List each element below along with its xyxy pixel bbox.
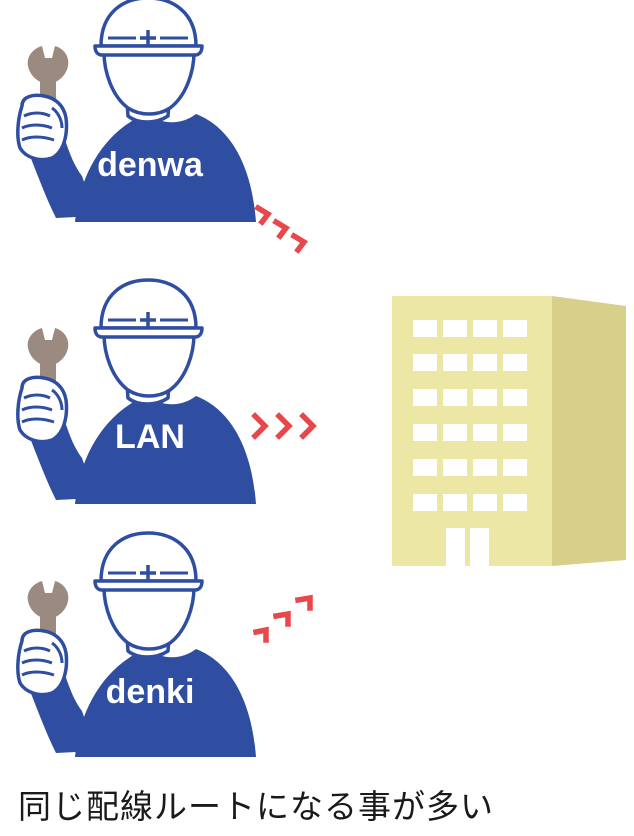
building-icon bbox=[392, 296, 626, 566]
worker-label-lan: LAN bbox=[115, 418, 185, 456]
worker-lan: LAN bbox=[16, 278, 258, 506]
arrows-top bbox=[254, 204, 309, 254]
arrows-middle bbox=[251, 412, 317, 440]
building-windows bbox=[413, 320, 527, 511]
caption-text: 同じ配線ルートになる事が多い bbox=[18, 787, 494, 826]
worker-denwa: denwa bbox=[16, 0, 258, 224]
chevron-right-icon bbox=[254, 204, 273, 226]
chevron-right-icon bbox=[272, 610, 291, 627]
building-door bbox=[446, 528, 489, 566]
chevron-right-icon bbox=[272, 218, 291, 240]
chevron-right-icon bbox=[299, 412, 317, 440]
chevron-right-icon bbox=[275, 412, 293, 440]
chevron-right-icon bbox=[252, 626, 269, 643]
worker-figure-icon bbox=[16, 278, 258, 506]
arrows-bottom bbox=[252, 594, 313, 643]
worker-label-denki: denki bbox=[106, 673, 195, 711]
worker-label-denwa: denwa bbox=[97, 146, 204, 184]
chevron-right-icon bbox=[251, 412, 269, 440]
worker-denki: denki bbox=[16, 531, 258, 759]
chevron-right-icon bbox=[290, 232, 309, 254]
chevron-right-icon bbox=[294, 594, 313, 611]
worker-figure-icon bbox=[16, 531, 258, 759]
worker-figure-icon bbox=[16, 0, 258, 224]
